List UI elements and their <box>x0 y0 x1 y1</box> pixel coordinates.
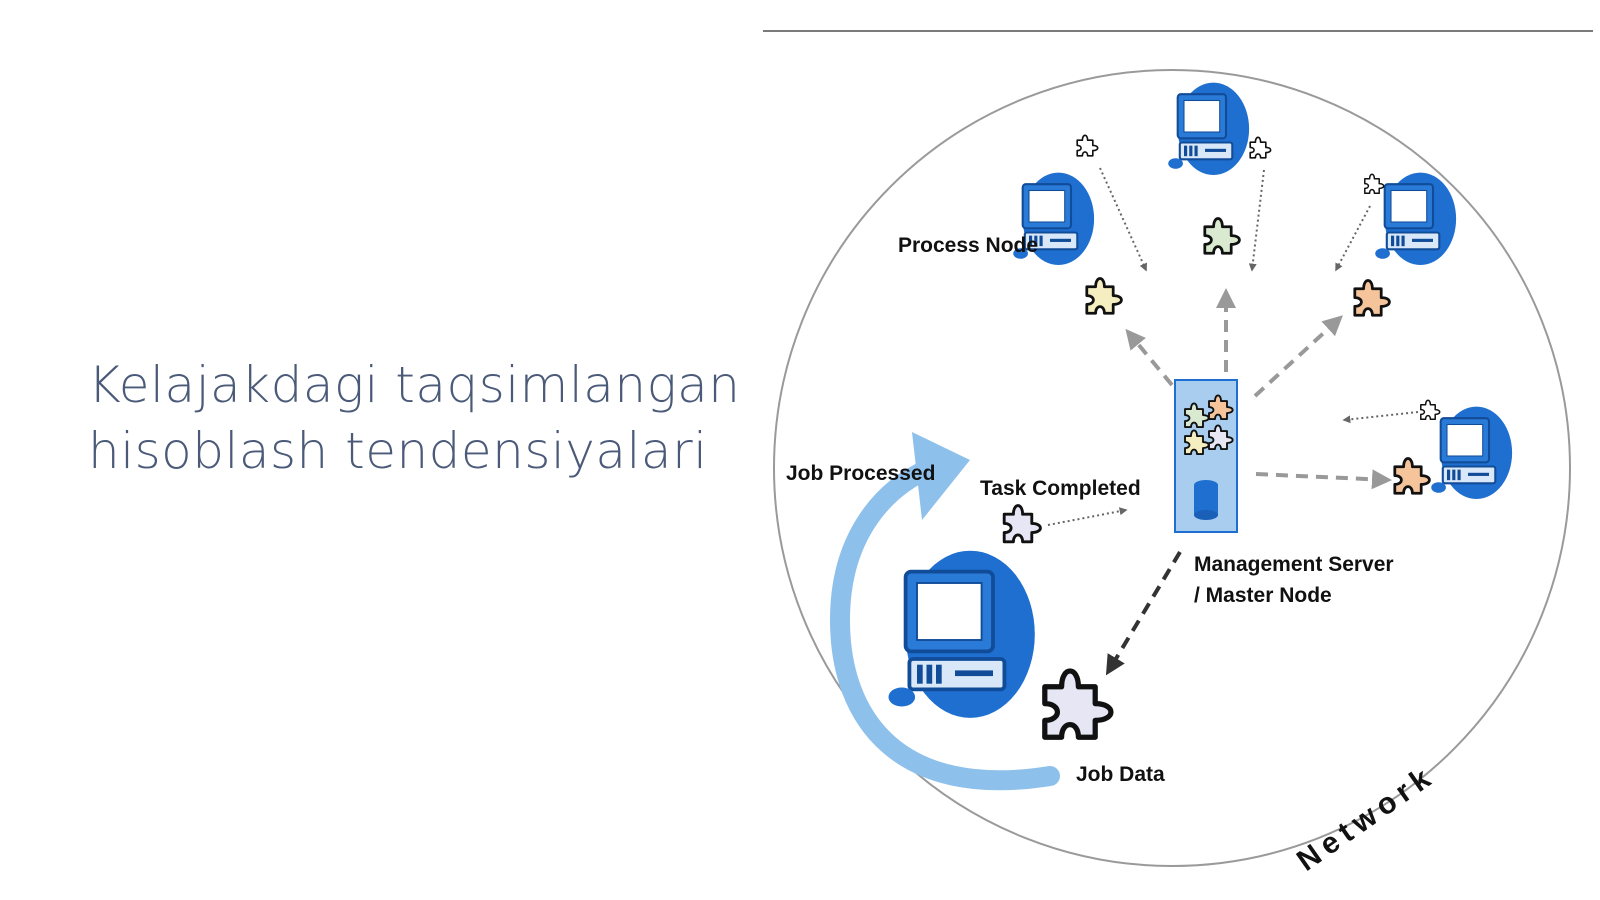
puzzle-piece-icon <box>1076 134 1099 157</box>
puzzle-piece-icon <box>1364 173 1385 194</box>
slide-title: Kelajakdagi taqsimlangan hisoblash tende… <box>88 352 788 484</box>
management-server-icon <box>1174 379 1238 533</box>
computer-icon-right <box>1430 405 1514 501</box>
puzzle-piece-icon <box>1249 136 1272 159</box>
job-processed-label: Job Processed <box>786 462 935 485</box>
slide-title-line-2: hisoblash tendensiyalari <box>88 422 708 480</box>
job-data-label: Job Data <box>1076 763 1165 786</box>
management-server-label: Management Server <box>1194 553 1394 576</box>
main-computer-icon <box>886 548 1037 720</box>
result-arrows <box>1047 167 1419 526</box>
puzzle-piece-icon <box>1203 217 1241 255</box>
job-processed-arrow <box>829 432 1060 791</box>
task-completed-puzzle-icon <box>1002 504 1042 544</box>
master-node-label: / Master Node <box>1194 584 1332 607</box>
job-data-puzzle-icon <box>1045 671 1111 737</box>
puzzle-piece-icon <box>1353 279 1391 317</box>
puzzle-piece-icon <box>1085 277 1123 315</box>
puzzle-piece-icon <box>1393 457 1431 495</box>
computer-icon-top <box>1167 81 1251 177</box>
network-circle <box>773 69 1571 867</box>
computer-icon-top-right <box>1374 171 1458 267</box>
slide-title-line-1: Kelajakdagi taqsimlangan <box>88 356 741 414</box>
top-divider-line <box>763 30 1593 32</box>
puzzle-piece-icon <box>1420 399 1441 420</box>
process-node-label: Process Node <box>898 234 1038 257</box>
task-completed-label: Task Completed <box>980 477 1141 500</box>
network-label: Network <box>1291 759 1441 878</box>
distribution-arrows <box>1105 288 1392 676</box>
